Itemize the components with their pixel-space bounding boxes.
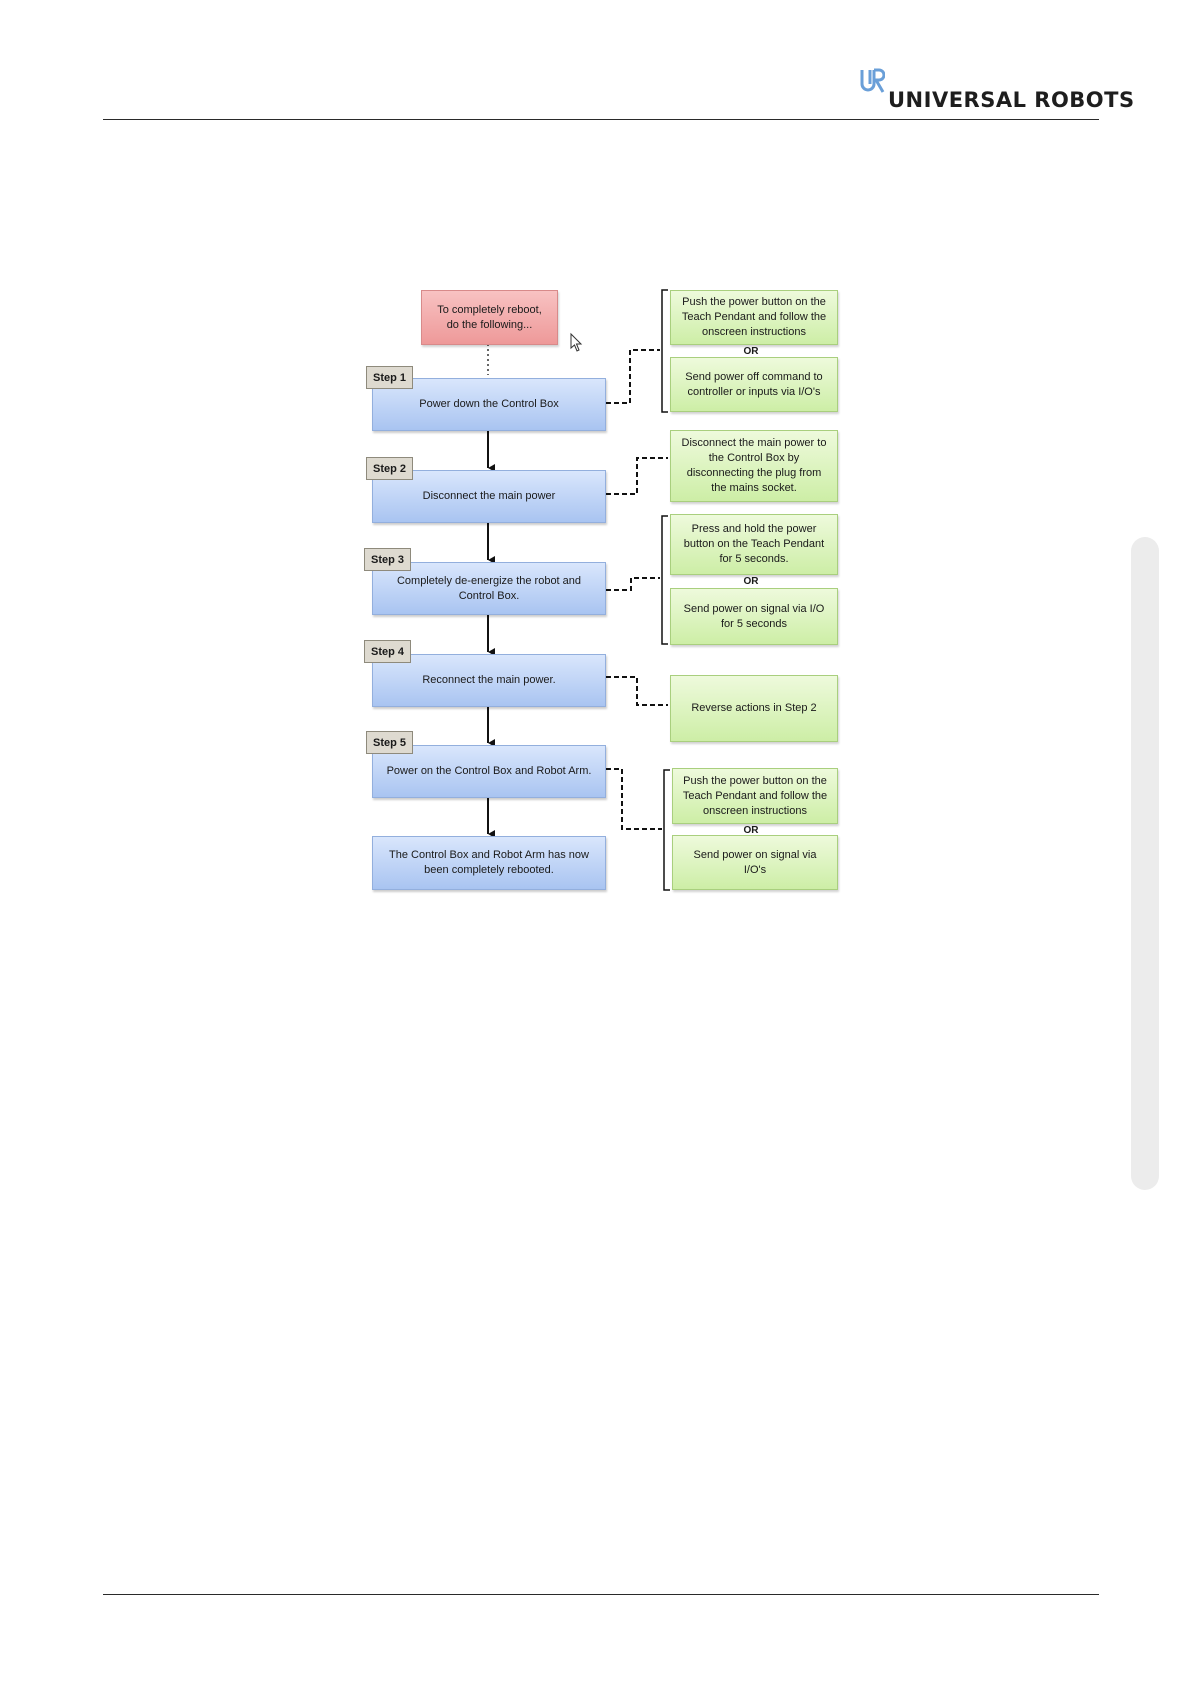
or-label-step1: OR [743, 346, 759, 357]
bracket-step3 [661, 515, 668, 645]
step4-box: Reconnect the main power. [372, 654, 606, 707]
ur-logo-icon [860, 68, 885, 93]
option-step1-a: Push the power button on the Teach Penda… [670, 290, 838, 345]
or-label-step5: OR [743, 825, 759, 836]
option-step4: Reverse actions in Step 2 [670, 675, 838, 742]
option-step3-b: Send power on signal via I/O for 5 secon… [670, 588, 838, 645]
option-step5-b: Send power on signal via I/O's [672, 835, 838, 890]
option-step2: Disconnect the main power to the Control… [670, 430, 838, 502]
step5-box: Power on the Control Box and Robot Arm. [372, 745, 606, 798]
universal-robots-logo: UNIVERSAL ROBOTS [859, 68, 1134, 112]
step1-badge: Step 1 [366, 366, 413, 389]
brand-name: UNIVERSAL ROBOTS [888, 88, 1135, 112]
step4-badge: Step 4 [364, 640, 411, 663]
side-tab [1131, 537, 1159, 1190]
cursor-icon [570, 332, 583, 352]
option-step1-b: Send power off command to controller or … [670, 357, 838, 412]
bracket-step1 [661, 289, 668, 413]
start-box: To completely reboot, do the following..… [421, 290, 558, 345]
connector-step2 [606, 457, 668, 495]
connector-step5 [606, 768, 662, 830]
connector-step3 [606, 577, 660, 591]
connector-step4 [606, 676, 668, 706]
step3-badge: Step 3 [364, 548, 411, 571]
header-rule [103, 119, 1099, 120]
step2-badge: Step 2 [366, 457, 413, 480]
footer-rule [103, 1594, 1099, 1595]
option-step3-a: Press and hold the power button on the T… [670, 514, 838, 575]
end-box: The Control Box and Robot Arm has now be… [372, 836, 606, 890]
connector-step1 [606, 349, 660, 404]
or-label-step3: OR [743, 576, 759, 587]
step5-badge: Step 5 [366, 731, 413, 754]
option-step5-a: Push the power button on the Teach Penda… [672, 768, 838, 824]
bracket-step5 [663, 769, 670, 891]
step3-box: Completely de-energize the robot and Con… [372, 562, 606, 615]
